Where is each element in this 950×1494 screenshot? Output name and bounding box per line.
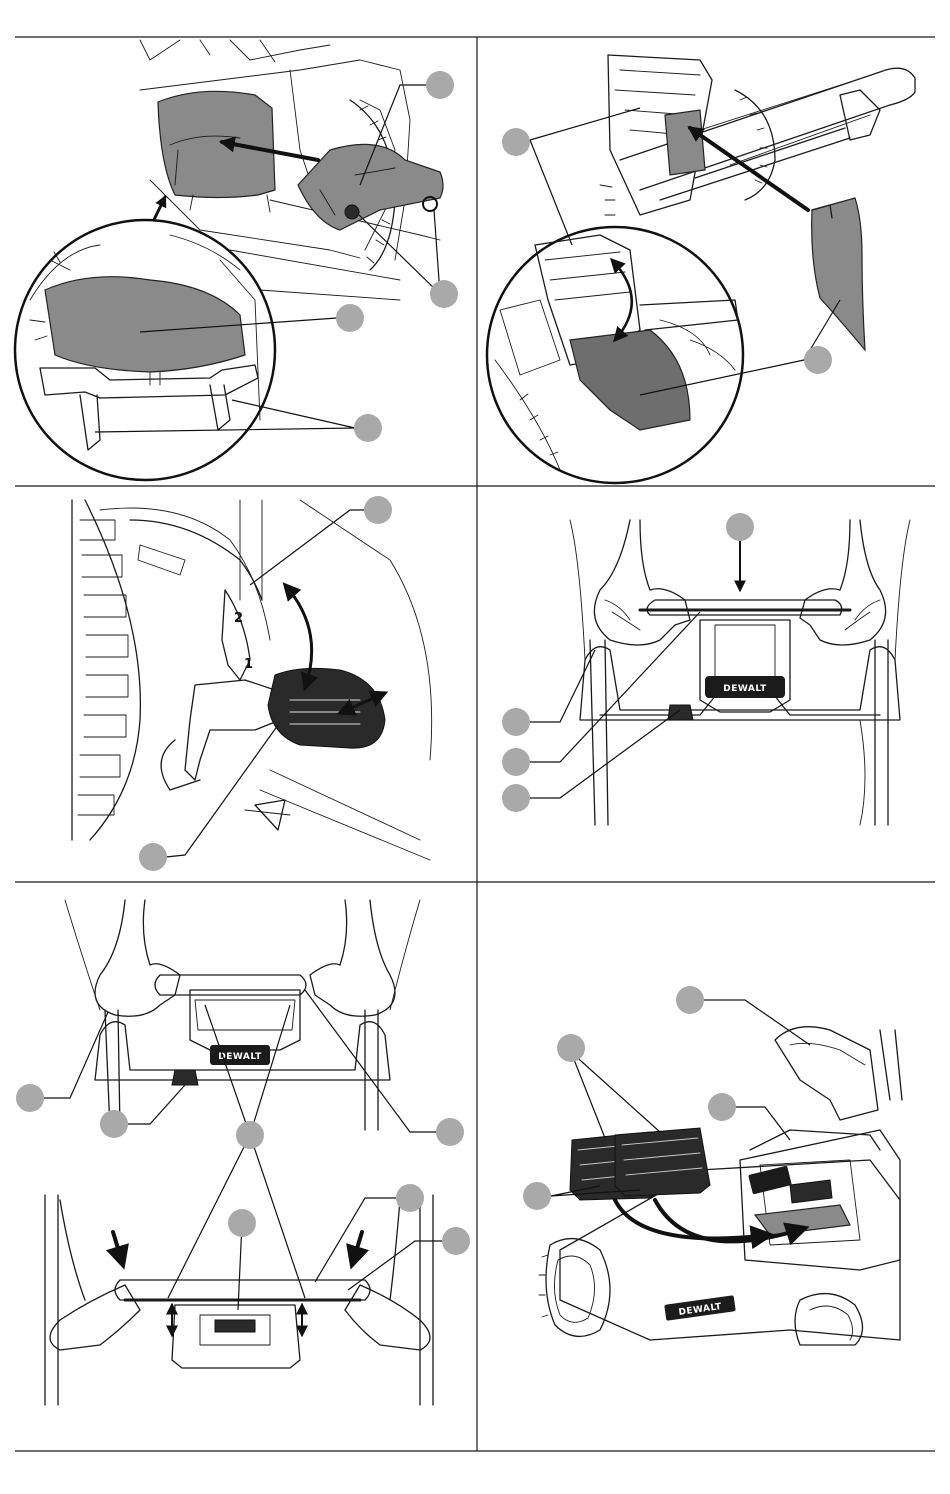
- callout-circle: [354, 414, 382, 442]
- panel-d-handle-grip: DEWALT: [502, 513, 910, 825]
- panel-f-battery-install: DEWALT: [523, 986, 902, 1345]
- callout-circle: [426, 71, 454, 99]
- height-mark-1: 1: [244, 657, 253, 672]
- callout-circle: [502, 128, 530, 156]
- callout-circle: [436, 1118, 464, 1146]
- panel-b-mulch-plug: [487, 55, 915, 483]
- dewalt-logo: DEWALT: [723, 684, 767, 694]
- callout-circle: [396, 1184, 424, 1212]
- callout-circle: [557, 1034, 585, 1062]
- panel-e-handle-fold: DEWALT: [16, 900, 470, 1405]
- callout-circle: [442, 1227, 470, 1255]
- callout-circle: [726, 513, 754, 541]
- callout-circle: [523, 1182, 551, 1210]
- callout-circle: [139, 843, 167, 871]
- callout-circle: [502, 708, 530, 736]
- callout-circle: [100, 1110, 128, 1138]
- callout-circle: [708, 1093, 736, 1121]
- callout-circle: [364, 496, 392, 524]
- callout-circle: [676, 986, 704, 1014]
- mulch-plug: [812, 198, 865, 350]
- callout-circle: [502, 748, 530, 776]
- callout-circle: [502, 784, 530, 812]
- callout-circle: [16, 1084, 44, 1112]
- callout-circle: [228, 1209, 256, 1237]
- callout-circle: [336, 304, 364, 332]
- callout-circle: [236, 1121, 264, 1149]
- panel-a-rear-bag-install: [15, 40, 458, 480]
- callout-circle: [804, 346, 832, 374]
- height-mark-2: 2: [234, 611, 243, 626]
- panel-c-height-adjust: 2 1: [72, 496, 432, 871]
- callout-circle: [430, 280, 458, 308]
